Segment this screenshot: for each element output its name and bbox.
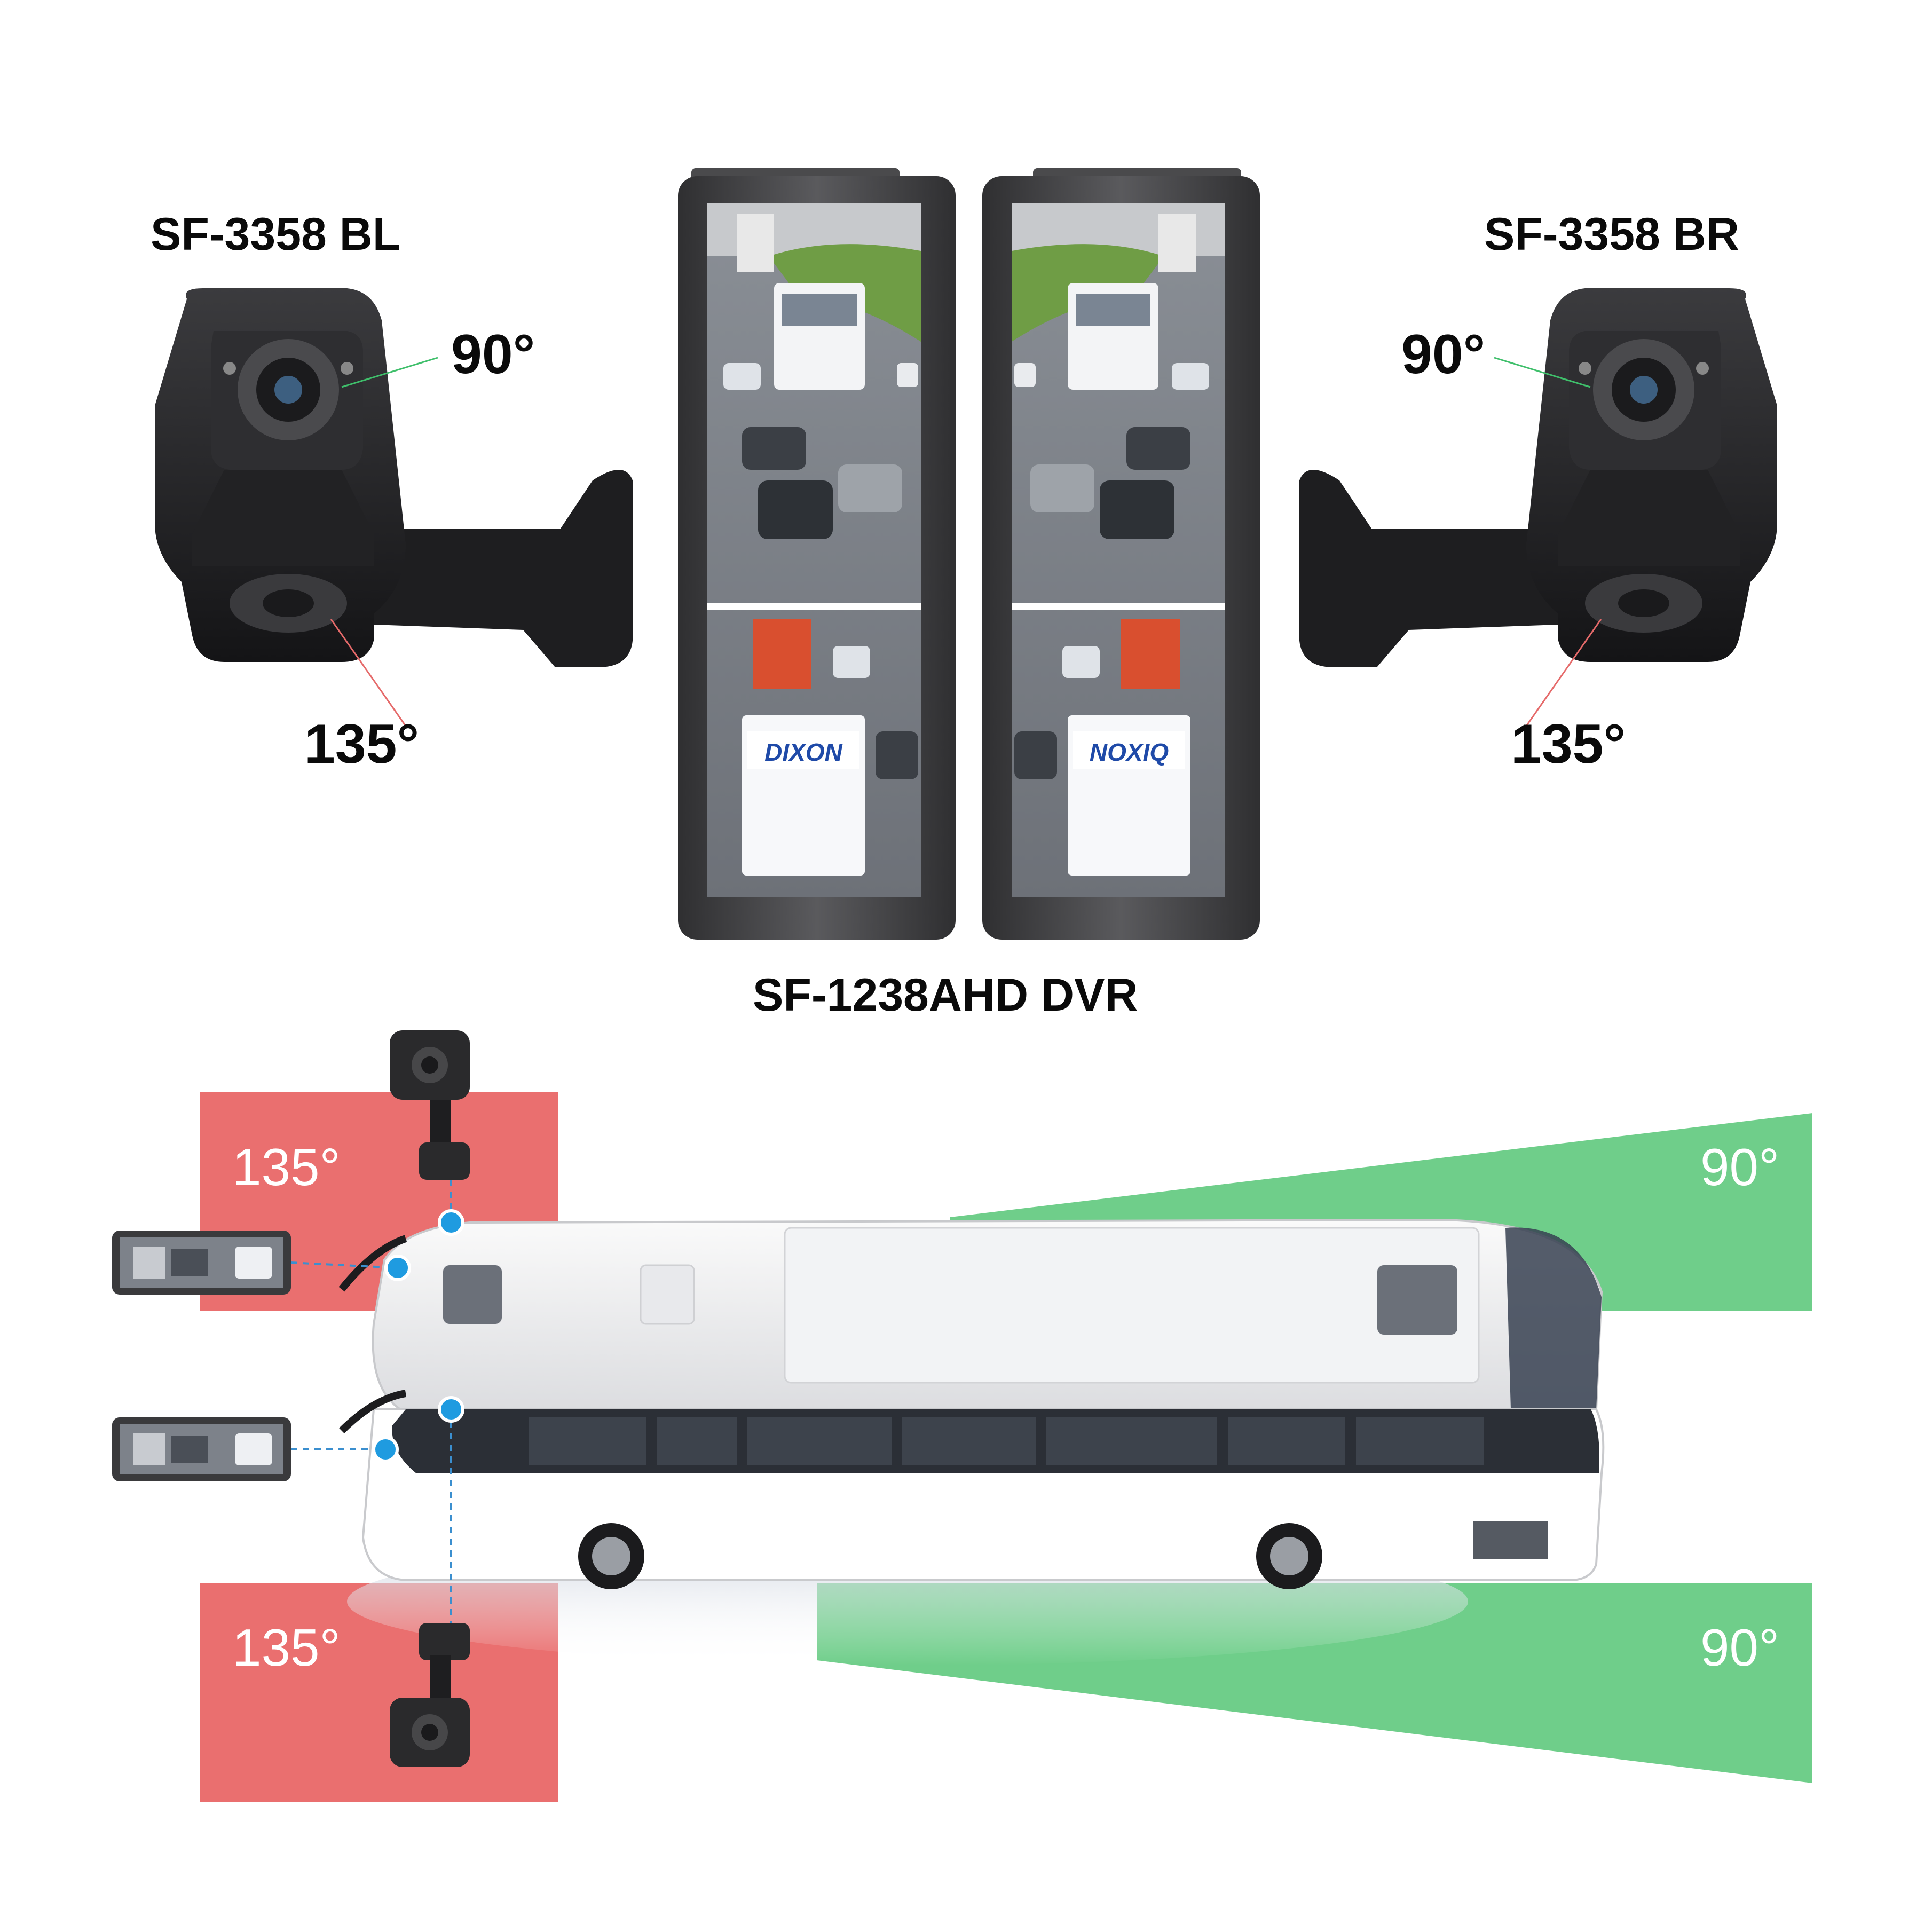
small-camera-bottom <box>390 1623 470 1767</box>
truck-logo-text-left: DIXON <box>764 738 842 766</box>
left-camera-model-label: SF-3358 BL <box>151 209 401 260</box>
camera-marker-front-top <box>384 1255 411 1281</box>
right-camera-angle-90: 90° <box>1401 324 1486 385</box>
zone-angle-bottom-right: 90° <box>1700 1618 1780 1677</box>
camera-marker-side <box>438 1396 464 1423</box>
truck-logo-text-right: NOXIQ <box>1090 738 1169 766</box>
left-camera-angle-135: 135° <box>304 713 420 775</box>
right-camera-illustration <box>1299 288 1777 727</box>
camera-marker-front-bottom <box>372 1436 399 1463</box>
zone-angle-top-right: 90° <box>1700 1138 1780 1196</box>
coverage-zone-top-right <box>950 1113 1812 1311</box>
mirror-monitor-right: NOXIQ <box>982 168 1260 940</box>
small-monitor-top <box>112 1231 291 1295</box>
small-monitor-bottom <box>112 1417 291 1481</box>
left-camera-illustration <box>155 288 633 727</box>
mirror-monitor-left: DIXON <box>678 168 956 940</box>
bus-illustration <box>338 1218 1605 1666</box>
zone-angle-top-left: 135° <box>232 1138 341 1196</box>
left-camera-angle-90: 90° <box>451 324 535 385</box>
right-camera-model-label: SF-3358 BR <box>1484 209 1739 260</box>
small-camera-top <box>390 1030 470 1180</box>
right-camera-angle-135: 135° <box>1511 713 1626 775</box>
monitor-model-label: SF-1238AHD DVR <box>753 969 1138 1021</box>
zone-angle-bottom-left: 135° <box>232 1618 341 1677</box>
camera-marker-roof <box>438 1209 464 1236</box>
